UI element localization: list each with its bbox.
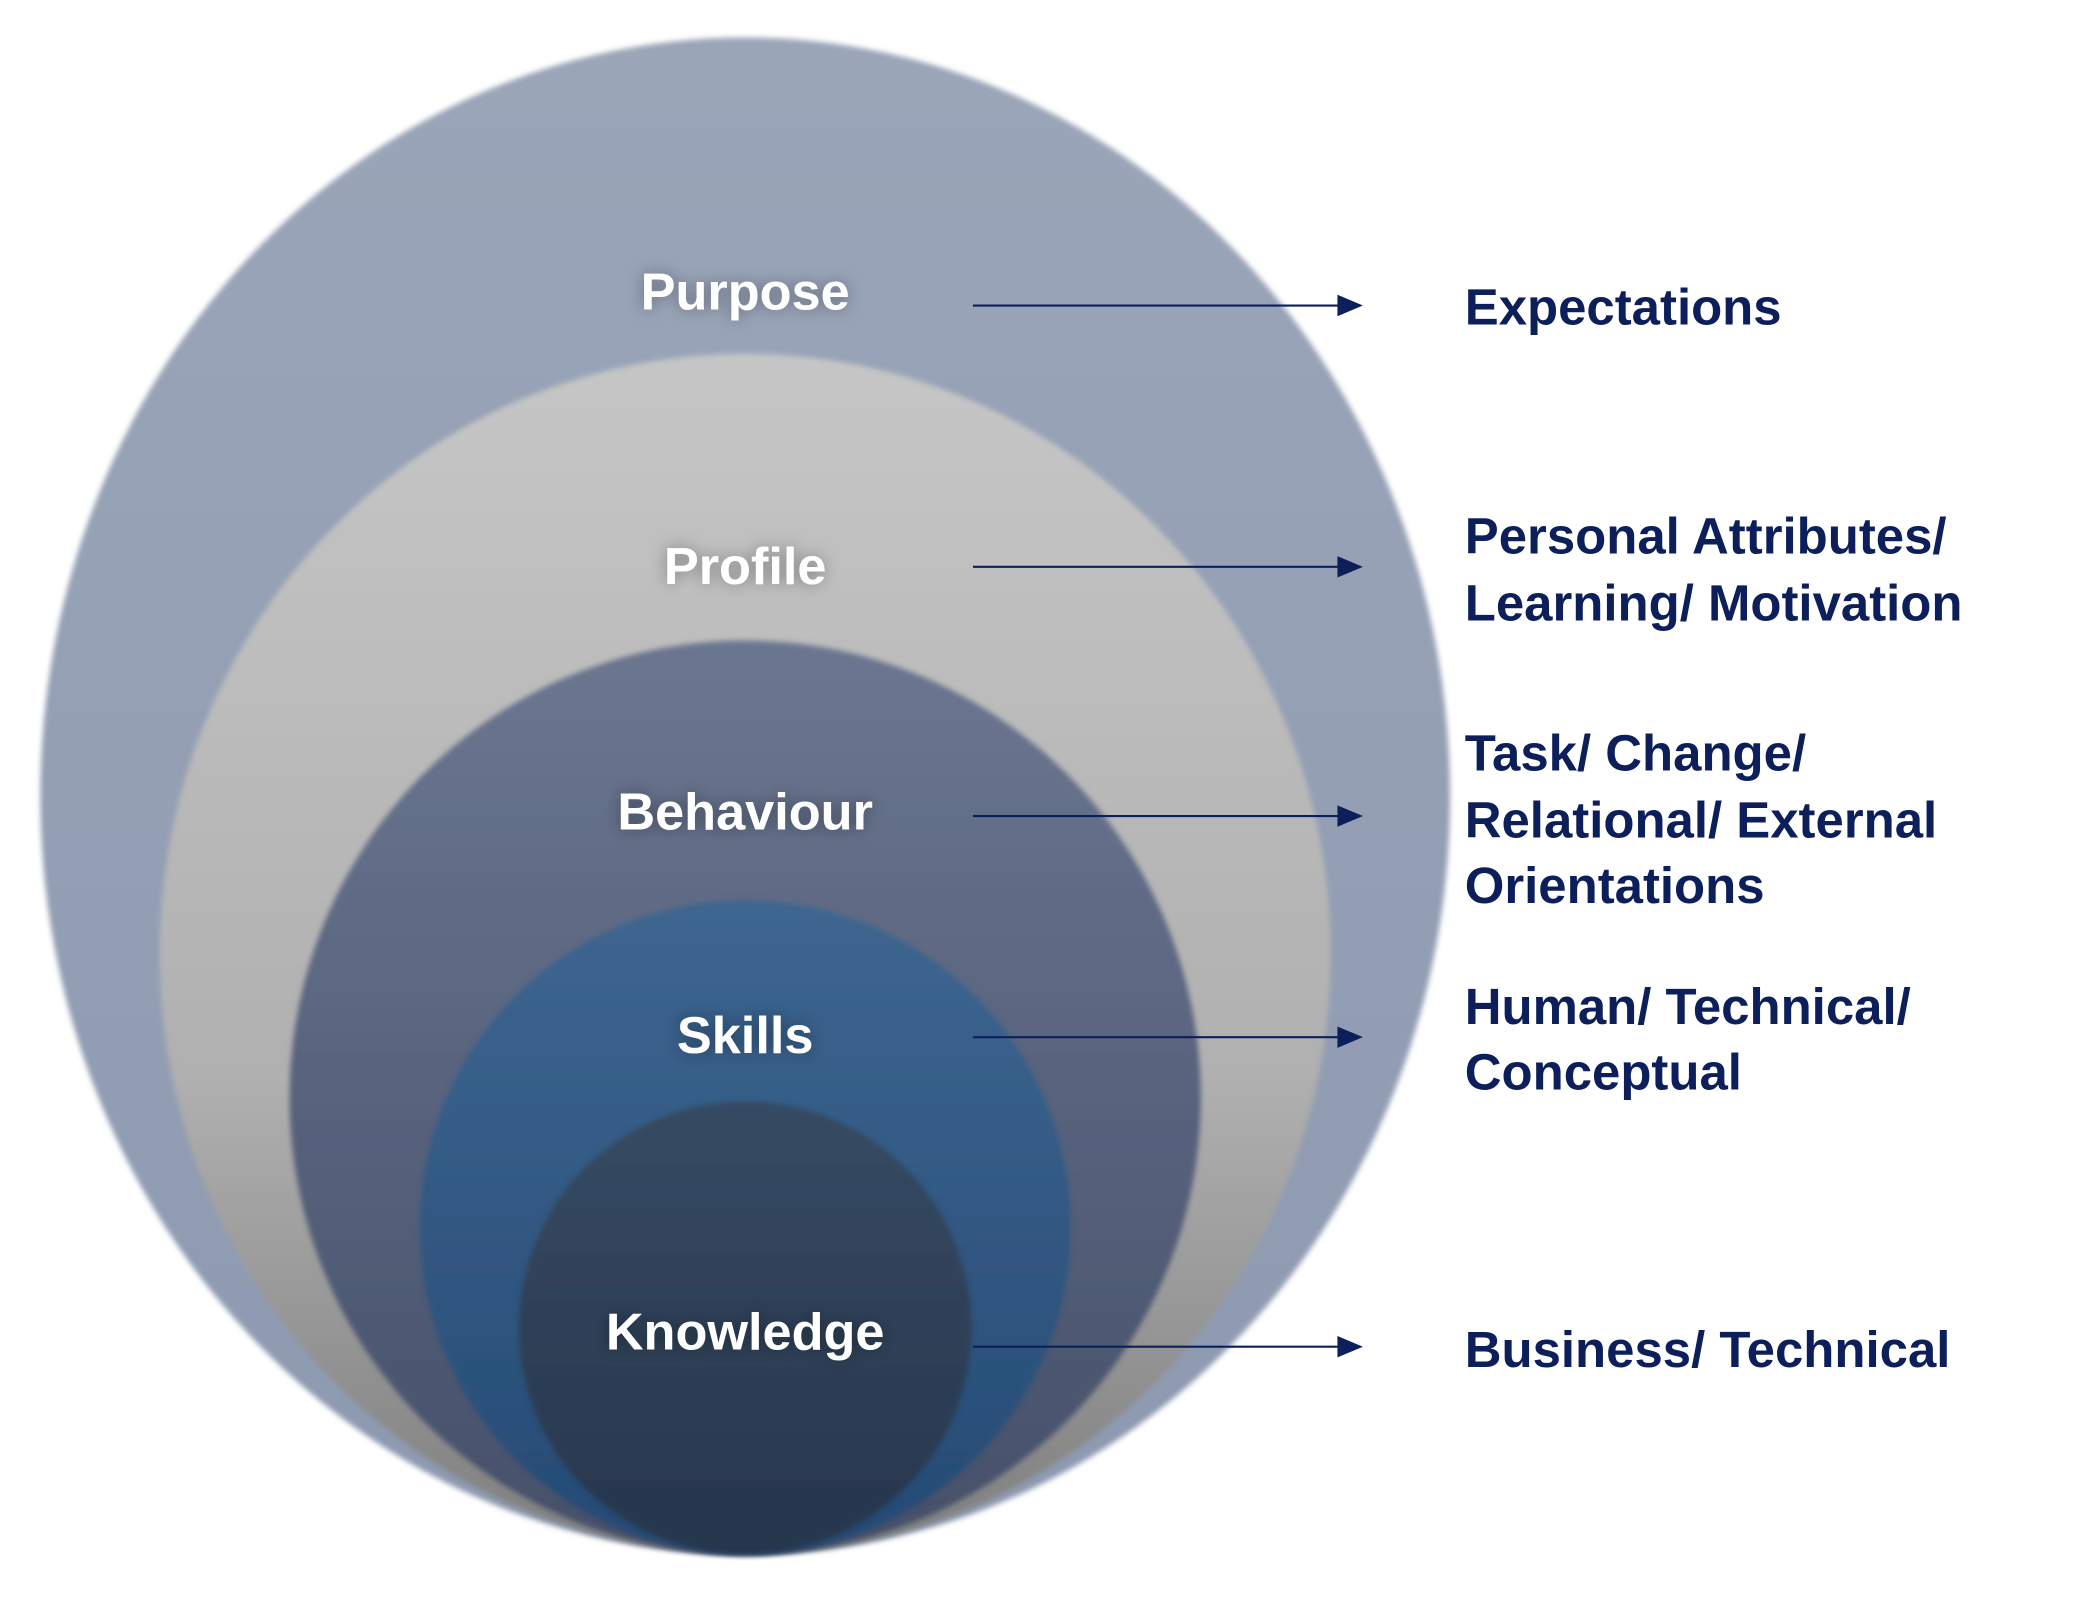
description-profile-line-2: Learning/ Motivation xyxy=(1465,574,1963,631)
arrowhead-purpose xyxy=(1337,294,1363,317)
arrowhead-profile xyxy=(1337,556,1363,578)
description-knowledge-line-1: Business/ Technical xyxy=(1465,1321,1951,1378)
ellipse-knowledge xyxy=(518,1101,972,1555)
description-skills-line-1: Human/ Technical/ xyxy=(1465,978,1911,1035)
label-profile: Profile xyxy=(664,538,827,596)
description-profile-line-1: Personal Attributes/ xyxy=(1465,507,1947,564)
arrowhead-knowledge xyxy=(1337,1335,1363,1358)
description-behaviour-line-2: Relational/ External xyxy=(1465,792,1937,849)
description-behaviour-line-3: Orientations xyxy=(1465,857,1765,914)
description-purpose-line-1: Expectations xyxy=(1465,278,1782,335)
description-behaviour-line-1: Task/ Change/ xyxy=(1465,725,1806,782)
label-knowledge: Knowledge xyxy=(606,1303,885,1361)
description-skills-line-2: Conceptual xyxy=(1465,1043,1742,1100)
arrowhead-behaviour xyxy=(1337,805,1363,827)
label-purpose: Purpose xyxy=(641,264,850,322)
label-behaviour: Behaviour xyxy=(617,783,873,841)
label-skills: Skills xyxy=(677,1007,814,1065)
arrowhead-skills xyxy=(1337,1026,1363,1048)
